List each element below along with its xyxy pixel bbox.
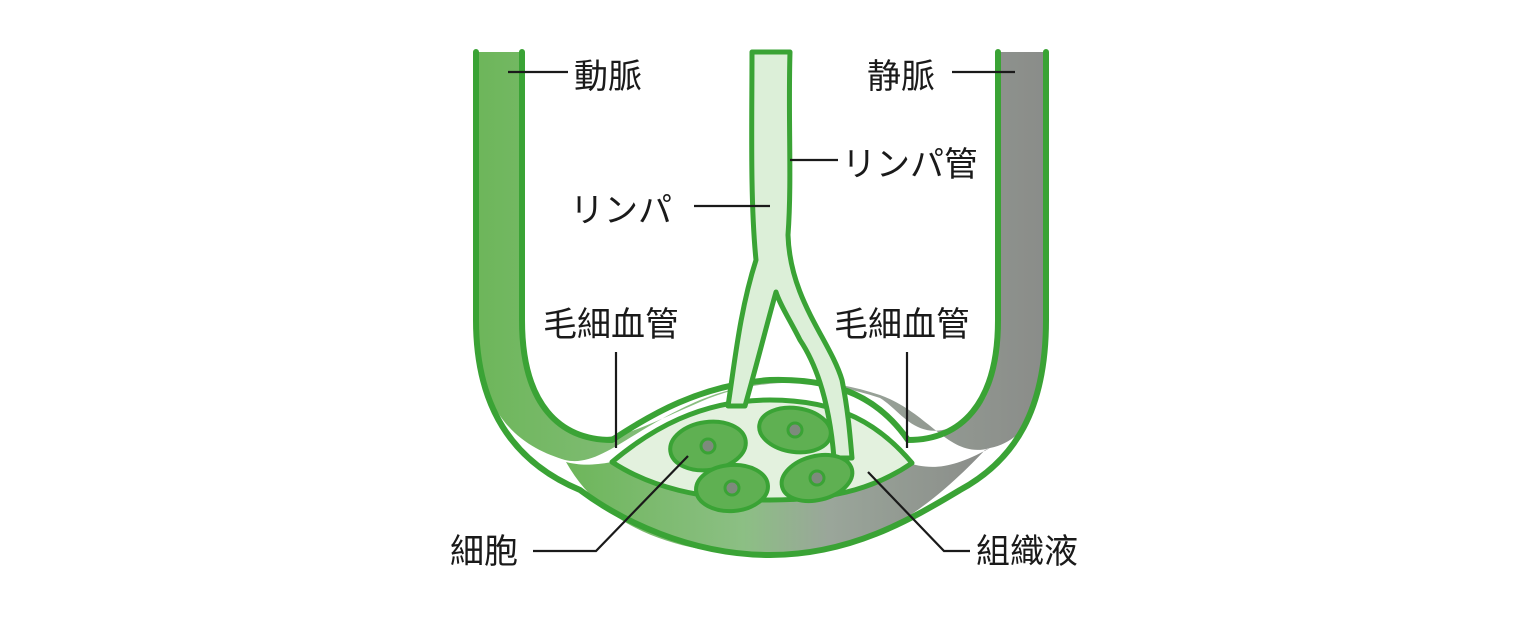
cell-nucleus [786, 421, 804, 439]
leader-lines [508, 70, 1015, 553]
labels: 動脈 静脈 リンパ管 リンパ 毛細血管 毛細血管 細胞 組織液 [450, 57, 1078, 572]
cell [779, 452, 855, 504]
leader-tissue-fluid [867, 471, 970, 553]
leader-cell [533, 455, 689, 553]
label-capillary-left: 毛細血管 [543, 305, 679, 345]
label-vein: 静脈 [867, 57, 935, 97]
label-lymph-vessel: リンパ管 [842, 145, 978, 185]
label-capillary-right: 毛細血管 [834, 305, 970, 345]
lymph-vessel [725, 49, 855, 461]
label-tissue-fluid: 組織液 [976, 532, 1078, 572]
label-lymph: リンパ [570, 191, 672, 231]
cell-nucleus [808, 469, 826, 487]
cell-nucleus [699, 437, 717, 455]
cell [694, 462, 770, 514]
label-artery: 動脈 [574, 57, 642, 97]
cell [668, 419, 748, 473]
cells [668, 405, 855, 514]
cell-nucleus [723, 479, 741, 497]
cell [757, 405, 833, 455]
label-cell: 細胞 [450, 532, 518, 572]
